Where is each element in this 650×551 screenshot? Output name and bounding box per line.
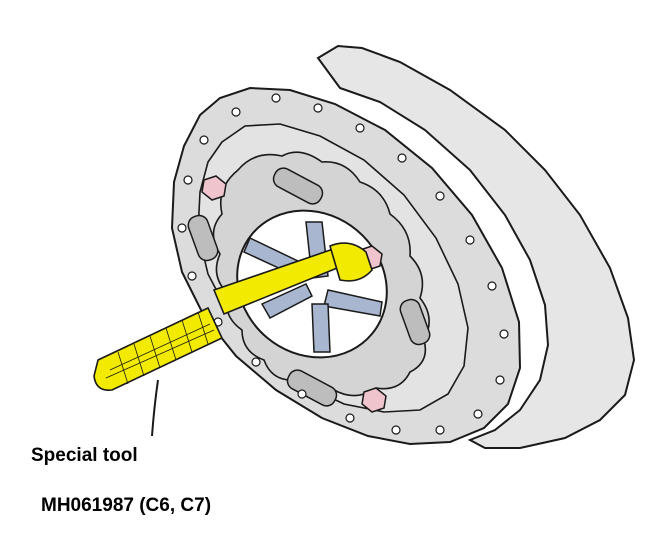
tool-grip (93, 306, 224, 392)
special-tool-callout: Special tool (31, 445, 138, 466)
callout-leader-line (151, 379, 159, 437)
transmission-housing (316, 44, 636, 449)
clamp-lugs (187, 167, 431, 407)
flange-bolt-holes (177, 93, 509, 435)
grip-knurling (105, 311, 215, 385)
special-tool (93, 242, 373, 392)
tool-collar (329, 242, 373, 282)
part-number-callout: MH061987 (C6, C7) (41, 495, 212, 516)
